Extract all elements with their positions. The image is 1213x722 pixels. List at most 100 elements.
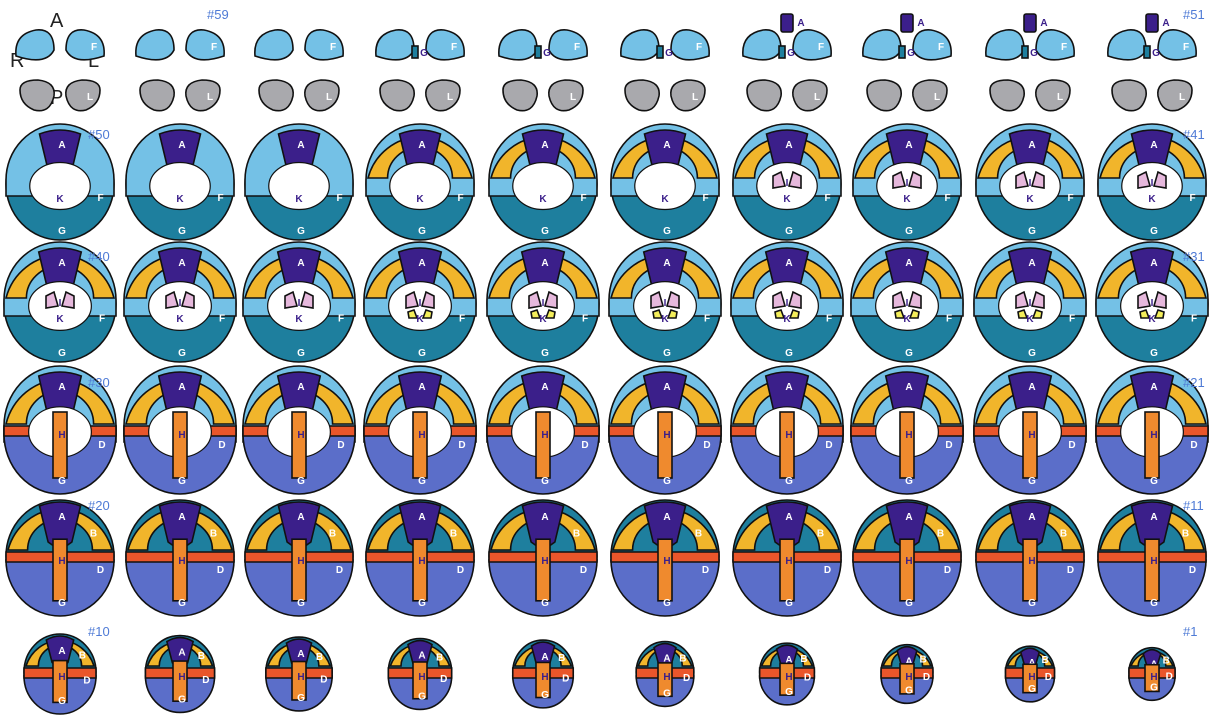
- region-label-i: I: [1151, 178, 1154, 189]
- region-f-left: [66, 30, 104, 60]
- brain-slice: AIKFG: [974, 242, 1086, 362]
- region-l-left: [66, 80, 100, 111]
- region-label-g: G: [541, 476, 549, 487]
- brain-slice: GFL: [376, 30, 464, 111]
- region-label-g: G: [541, 598, 549, 609]
- region-label-g: G: [58, 348, 66, 359]
- region-g: [1022, 46, 1028, 58]
- region-label-a: A: [797, 18, 804, 29]
- region-l-left: [793, 80, 827, 111]
- region-label-i: I: [1029, 298, 1032, 309]
- region-l-right: [867, 80, 901, 111]
- region-label-d: D: [945, 440, 952, 451]
- region-label-a: A: [541, 652, 548, 663]
- region-label-g: G: [1028, 684, 1036, 695]
- region-label-f: F: [457, 193, 463, 204]
- region-l-right: [990, 80, 1024, 111]
- region-l-left: [671, 80, 705, 111]
- region-label-g: G: [663, 226, 671, 237]
- region-label-g: G: [785, 348, 793, 359]
- region-label-g: G: [297, 693, 305, 704]
- region-label-d: D: [825, 440, 832, 451]
- region-label-g: G: [420, 48, 428, 59]
- region-label-k: K: [903, 194, 911, 205]
- region-label-a: A: [297, 382, 304, 393]
- region-label-a: A: [58, 140, 65, 151]
- region-label-f: F: [1067, 193, 1073, 204]
- slice-grid: FLFLFLGFLGFLGFLGAFLGAFLGAFLGAFLAKFGAKFGA…: [4, 14, 1208, 714]
- region-l-right: [140, 80, 174, 111]
- region-label-a: A: [541, 382, 548, 393]
- region-label-b: B: [79, 651, 86, 662]
- region-label-g: G: [907, 48, 915, 59]
- region-l-right: [503, 80, 537, 111]
- region-label-b: B: [679, 653, 686, 664]
- region-g: [412, 46, 418, 58]
- brain-slice: AHBDG: [245, 500, 353, 616]
- region-label-d: D: [336, 565, 343, 576]
- region-h: [173, 539, 187, 601]
- region-h: [536, 539, 550, 601]
- brain-slice: AHBDG: [1006, 646, 1055, 702]
- region-label-b: B: [800, 654, 807, 665]
- region-label-d: D: [83, 675, 90, 686]
- region-label-f: F: [97, 193, 103, 204]
- brain-slice: AHBDG: [853, 500, 961, 616]
- region-label-g: G: [418, 348, 426, 359]
- region-label-d: D: [703, 440, 710, 451]
- region-h: [900, 539, 914, 601]
- region-label-h: H: [297, 430, 304, 441]
- brain-slice: AIKFG: [609, 242, 721, 362]
- region-h: [53, 412, 67, 478]
- region-label-a: A: [663, 382, 670, 393]
- region-h: [413, 412, 427, 478]
- region-label-a: A: [541, 140, 548, 151]
- region-label-k: K: [903, 314, 911, 325]
- region-label-a: A: [178, 140, 185, 151]
- region-label-d: D: [923, 672, 930, 683]
- brain-slice: AKFG: [366, 124, 474, 240]
- region-h: [1023, 412, 1037, 478]
- region-label-b: B: [210, 528, 217, 539]
- region-label-i: I: [786, 178, 789, 189]
- region-label-k: K: [1026, 314, 1034, 325]
- region-label-d: D: [804, 673, 811, 684]
- orientation-anterior: A: [50, 10, 64, 32]
- region-label-a: A: [785, 140, 792, 151]
- region-label-g: G: [418, 691, 426, 702]
- region-h: [1145, 539, 1159, 601]
- region-l-right: [1112, 80, 1146, 111]
- region-label-a: A: [785, 512, 792, 523]
- region-label-h: H: [541, 430, 548, 441]
- region-label-b: B: [919, 654, 926, 665]
- region-label-k: K: [539, 194, 547, 205]
- region-f-left: [913, 30, 951, 60]
- region-f-left: [549, 30, 587, 60]
- region-label-g: G: [58, 226, 66, 237]
- region-label-h: H: [663, 672, 670, 683]
- region-label-a: A: [541, 512, 548, 523]
- region-label-l: L: [87, 92, 93, 103]
- region-label-f: F: [217, 193, 223, 204]
- region-label-a: A: [1028, 512, 1035, 523]
- region-label-a: A: [1150, 258, 1157, 269]
- brain-slice: AIKFG: [851, 242, 963, 362]
- region-label-h: H: [905, 672, 912, 683]
- region-label-i: I: [1151, 298, 1154, 309]
- region-a: [1024, 14, 1036, 32]
- region-label-a: A: [1028, 140, 1035, 151]
- region-label-a: A: [663, 140, 670, 151]
- region-label-k: K: [539, 314, 547, 325]
- region-label-i: I: [542, 298, 545, 309]
- brain-slice: AKFG: [126, 124, 234, 240]
- brain-slice: AHBDG: [636, 642, 694, 707]
- brain-slice: AHDG: [731, 366, 843, 494]
- brain-slice: FL: [136, 30, 224, 111]
- region-g: [657, 46, 663, 58]
- region-label-h: H: [297, 672, 304, 683]
- region-label-a: A: [58, 646, 65, 657]
- brain-slice: AHBDG: [266, 637, 332, 711]
- region-label-g: G: [1150, 682, 1158, 693]
